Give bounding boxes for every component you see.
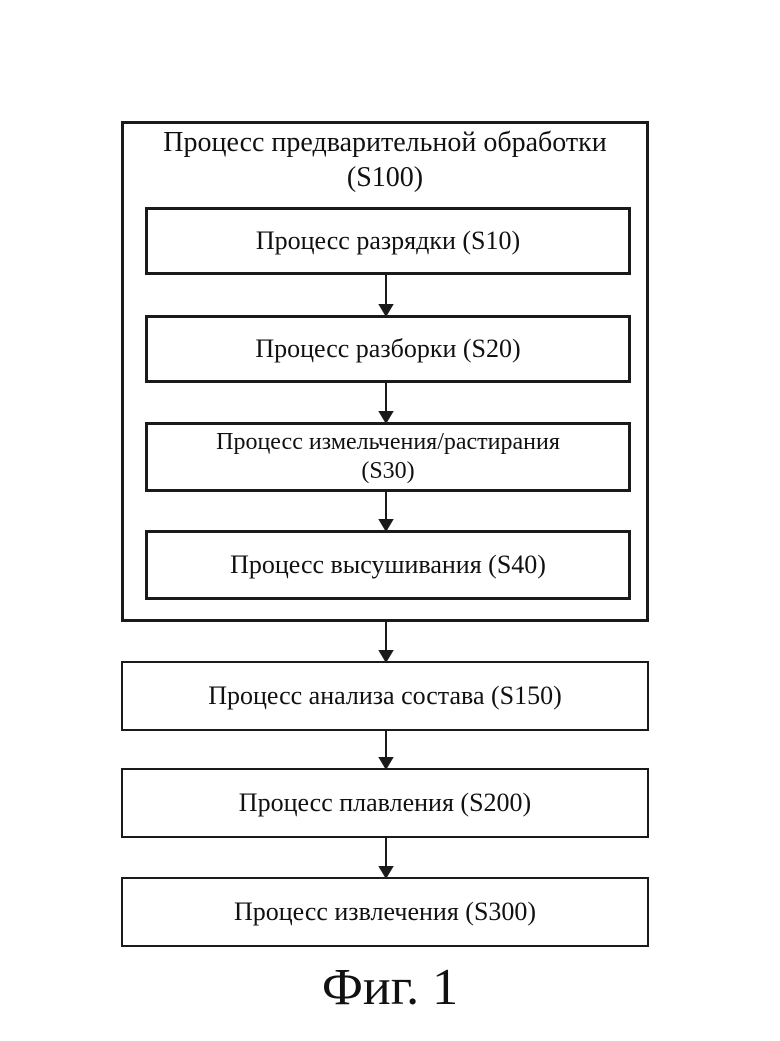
arrow-s20-to-s30 [380, 383, 392, 422]
arrow-s150-to-s200 [380, 731, 392, 768]
arrow-s200-to-s300 [380, 838, 392, 877]
arrow-s100-to-s150 [380, 622, 392, 661]
arrow-s10-to-s20 [380, 275, 392, 315]
arrow-s30-to-s40 [380, 492, 392, 530]
figure-caption: Фиг. 1 [0, 962, 780, 1014]
